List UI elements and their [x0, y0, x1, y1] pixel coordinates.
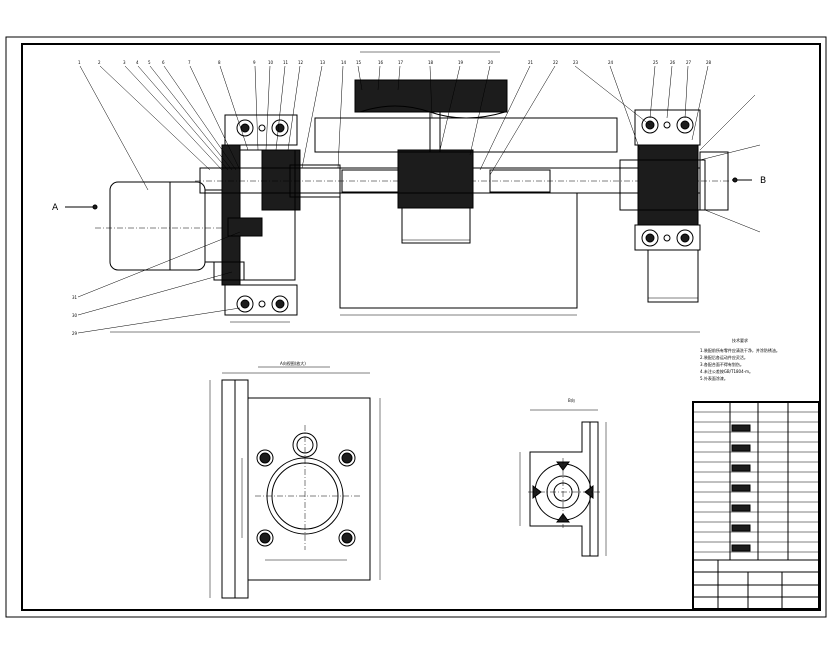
- tech-note-line: 4.未注公差按GB/T1804-m。: [700, 368, 753, 374]
- left-view-title: A向视图(放大): [280, 360, 306, 366]
- callout-number: 2: [98, 60, 101, 65]
- callout-number: 12: [298, 60, 304, 65]
- callout-number: 30: [72, 313, 78, 318]
- tech-note-line: 5.外表面涂漆。: [700, 375, 728, 381]
- technical-notes: 技术要求 1.装配前所有零件应清洗干净，并涂防锈油。 2.装配后各运动件应灵活。…: [700, 337, 780, 381]
- callout-number: 8: [218, 60, 221, 65]
- view-arrow-right-label: B: [760, 176, 766, 186]
- callout-number: 23: [573, 60, 579, 65]
- callout-number: 1: [78, 60, 81, 65]
- callout-number: 4: [136, 60, 139, 65]
- callout-number: 19: [458, 60, 464, 65]
- callout-number: 24: [608, 60, 614, 65]
- tech-note-line: 2.装配后各运动件应灵活。: [700, 354, 748, 360]
- central-gear-block: [314, 79, 618, 309]
- tech-note-line: 1.装配前所有零件应清洗干净，并涂防锈油。: [700, 347, 780, 353]
- callout-number: 26: [670, 60, 676, 65]
- inner-frame: [21, 43, 821, 611]
- view-arrow-right: B: [732, 176, 766, 186]
- callout-leaders: [77, 65, 761, 334]
- callout-numbers: 1 2 3 4 5 6 7 8 9 10 11 12 13 14 15 16 1…: [72, 60, 712, 336]
- callout-number: 14: [341, 60, 347, 65]
- callout-number: 28: [706, 60, 712, 65]
- right-view-b: B向: [519, 397, 607, 557]
- callout-number: 31: [72, 295, 78, 300]
- callout-number: 27: [686, 60, 692, 65]
- callout-number: 11: [283, 60, 289, 65]
- callout-number: 7: [188, 60, 191, 65]
- callout-number: 29: [72, 331, 78, 336]
- callout-number: 21: [528, 60, 534, 65]
- callout-number: 17: [398, 60, 404, 65]
- callout-number: 9: [253, 60, 256, 65]
- view-arrow-left-label: A: [52, 203, 59, 213]
- callout-number: 15: [356, 60, 362, 65]
- callout-number: 18: [428, 60, 434, 65]
- main-assembly-view: A B: [52, 51, 766, 333]
- left-bearing-housing: [213, 114, 301, 316]
- callout-number: 20: [488, 60, 494, 65]
- right-view-title: B向: [568, 397, 575, 403]
- callout-number: 16: [378, 60, 384, 65]
- tech-note-line: 3.各配合面不得有划伤。: [700, 361, 744, 367]
- callout-number: 10: [268, 60, 274, 65]
- callout-number: 6: [162, 60, 165, 65]
- callout-number: 5: [148, 60, 151, 65]
- view-arrow-left: A: [52, 203, 98, 213]
- parts-list-title-block: [692, 401, 820, 610]
- callout-number: 25: [653, 60, 659, 65]
- left-view-a: A向视图(放大): [209, 360, 381, 599]
- callout-number: 22: [553, 60, 559, 65]
- tech-notes-title: 技术要求: [732, 337, 748, 343]
- callout-number: 3: [123, 60, 126, 65]
- callout-number: 13: [320, 60, 326, 65]
- outer-border: [5, 36, 827, 618]
- motor-body: [109, 181, 206, 271]
